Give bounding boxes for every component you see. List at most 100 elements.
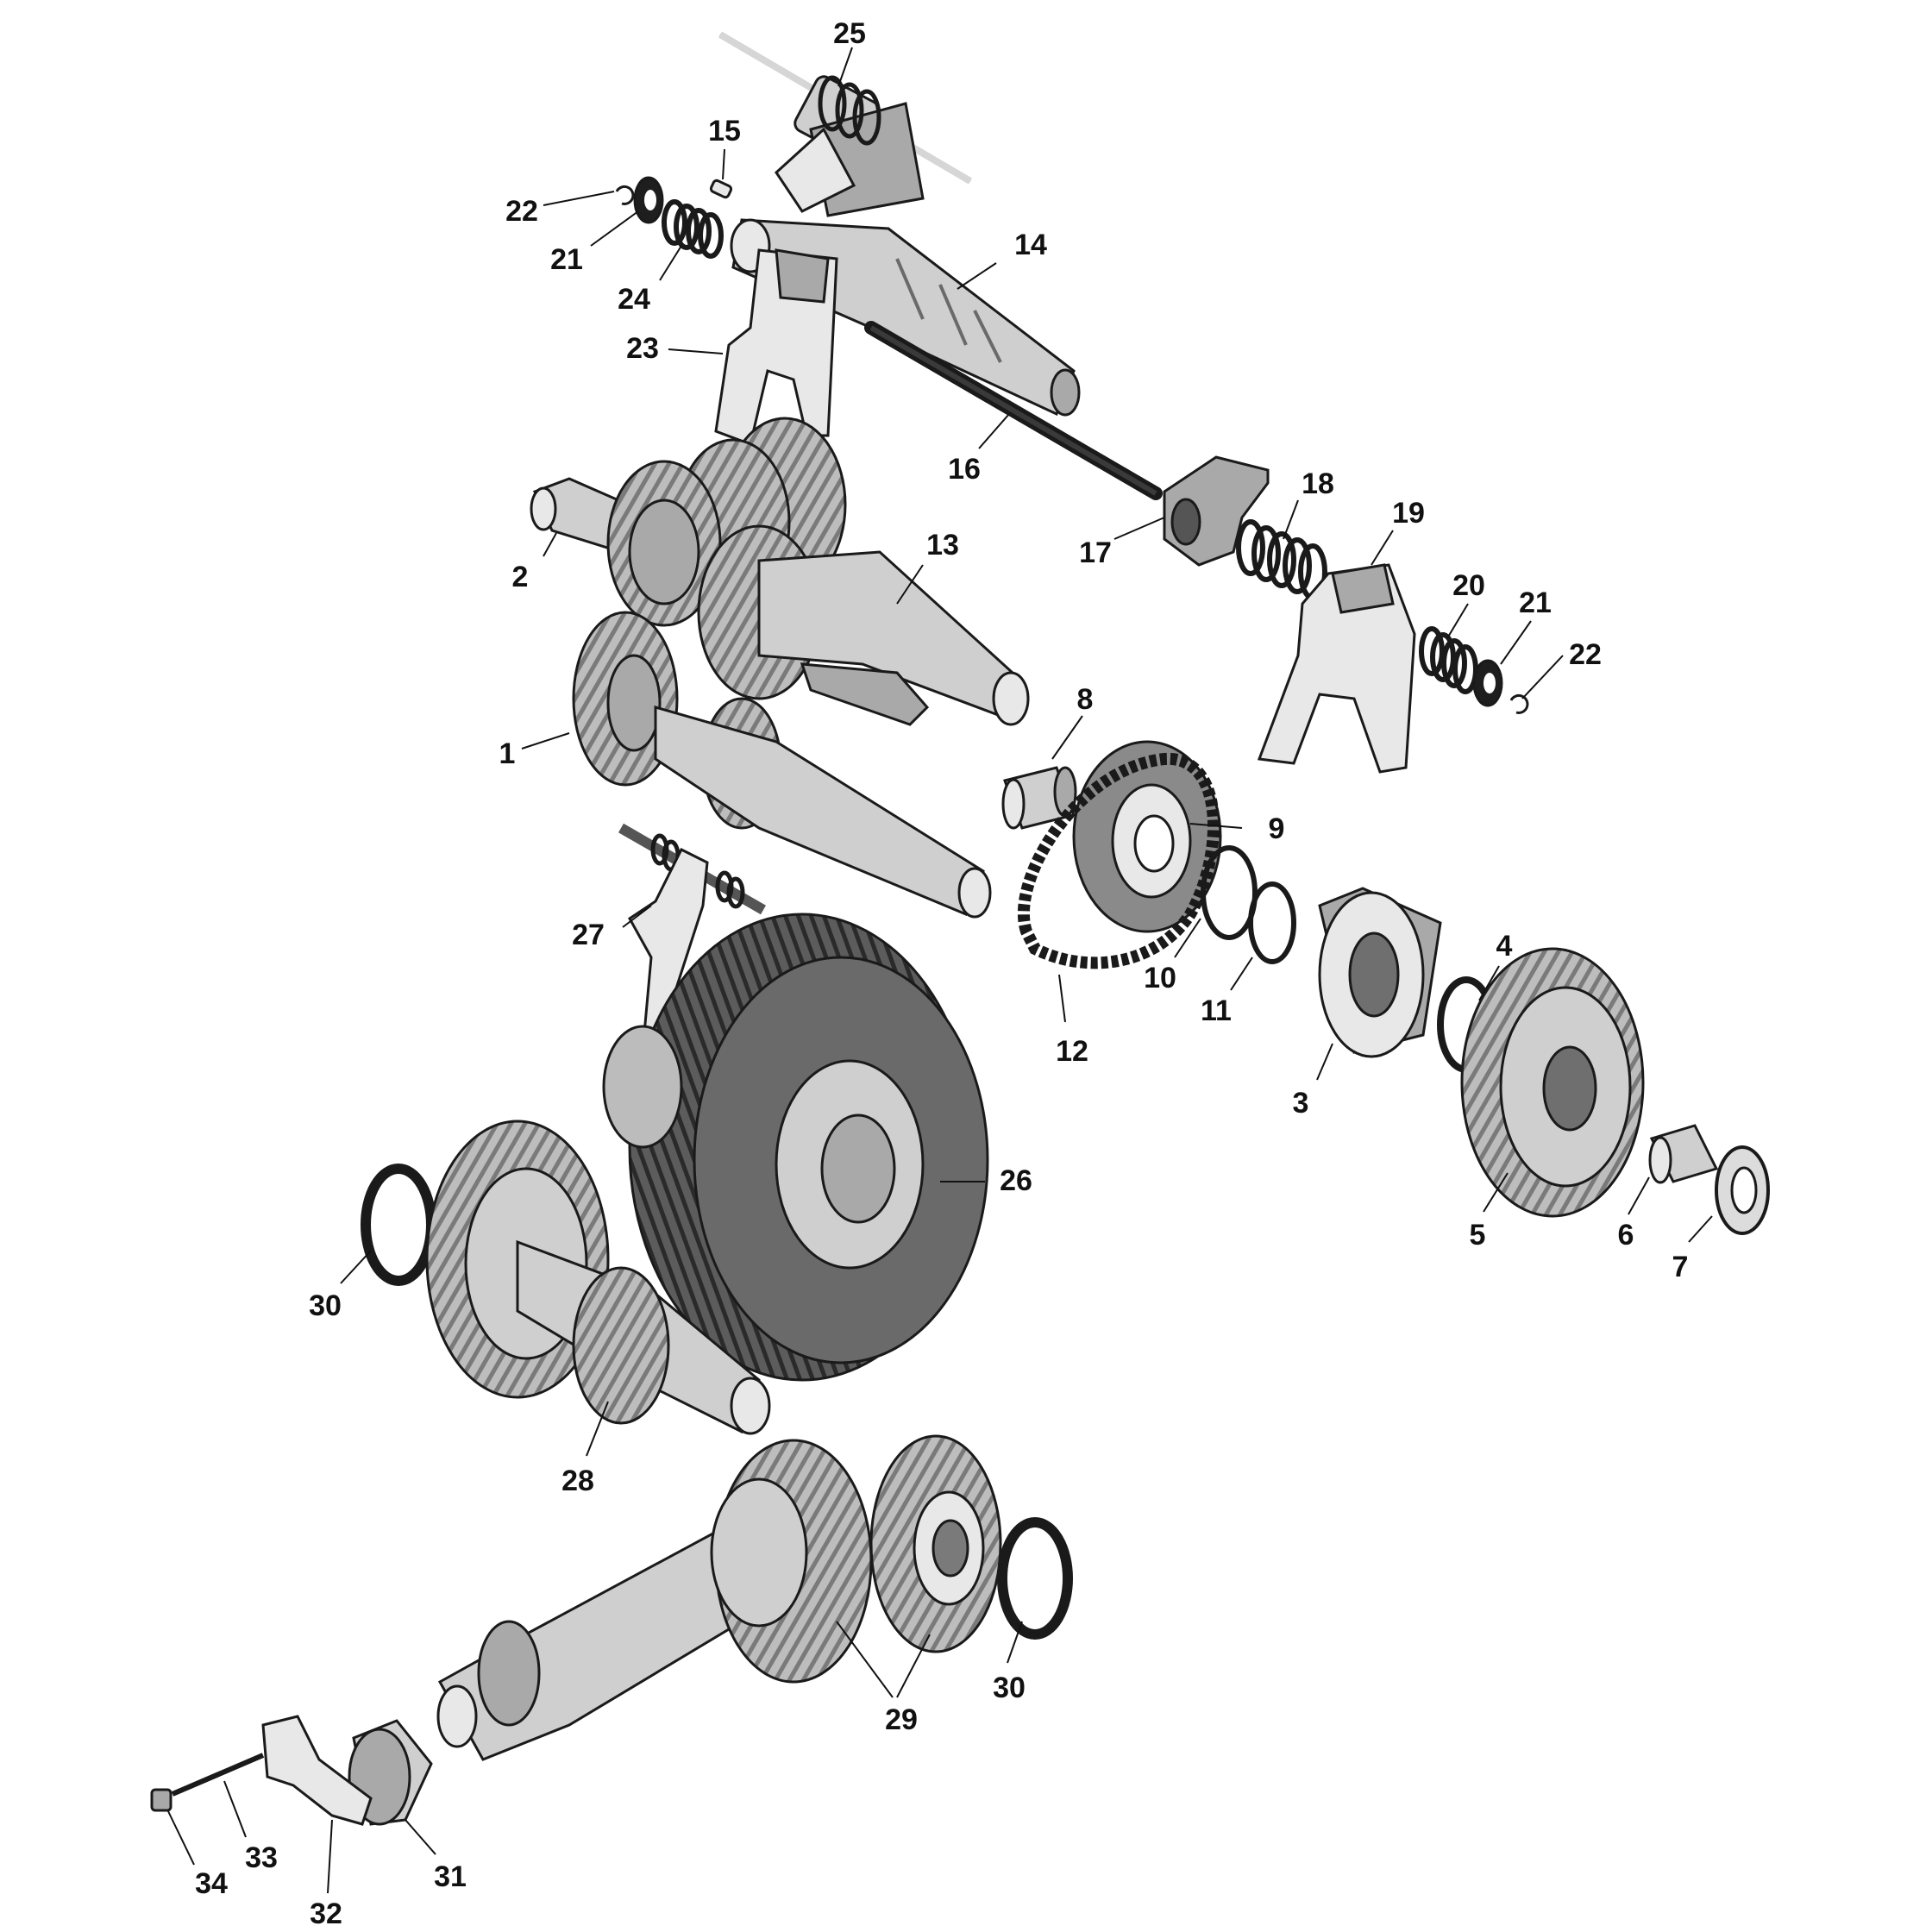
leader-25 — [837, 47, 853, 87]
callout-1: 1 — [499, 737, 516, 770]
callout-30-upper: 30 — [309, 1289, 342, 1322]
leader-12 — [1058, 974, 1066, 1023]
callout-20: 20 — [1452, 569, 1485, 602]
pin-part-15 — [709, 179, 733, 199]
callout-16: 16 — [948, 453, 981, 486]
detent-cam-part-17 — [1163, 455, 1270, 567]
callout-5: 5 — [1470, 1219, 1486, 1251]
intermediate-gear-part-28 — [425, 1120, 771, 1435]
bushing-part-6 — [1648, 1124, 1719, 1184]
drive-chain-part-12 — [1017, 752, 1220, 969]
leader-32 — [327, 1819, 333, 1894]
callout-27: 27 — [572, 919, 605, 951]
callout-15: 15 — [708, 115, 741, 147]
rod-part-33 — [171, 1753, 265, 1797]
countershaft-part-1 — [572, 611, 992, 919]
callout-26: 26 — [1000, 1164, 1032, 1197]
leader-1 — [521, 732, 570, 750]
leader-34 — [167, 1810, 195, 1866]
callout-28: 28 — [561, 1465, 594, 1497]
leader-19 — [1371, 530, 1394, 566]
seal-ring-part-30-lower — [997, 1517, 1073, 1640]
leader-10 — [1174, 918, 1201, 958]
callout-12: 12 — [1056, 1035, 1088, 1068]
gear-part-5 — [1460, 947, 1645, 1218]
leader-28 — [586, 1401, 609, 1457]
callout-6: 6 — [1618, 1219, 1634, 1251]
thrust-washer-part-7 — [1715, 1145, 1770, 1235]
leader-27 — [622, 905, 652, 928]
callout-11: 11 — [1201, 994, 1232, 1027]
callout-9: 9 — [1269, 812, 1285, 845]
leader-13 — [896, 564, 924, 605]
leader-2 — [543, 532, 557, 557]
callout-21-right: 21 — [1519, 586, 1552, 619]
thrust-washer-part-10 — [1201, 845, 1258, 940]
spring-part-20 — [1419, 626, 1478, 694]
leader-11 — [1230, 957, 1253, 991]
callout-25: 25 — [833, 17, 866, 50]
callout-labels: 25 15 22 21 24 14 23 16 17 18 19 20 21 2… — [195, 17, 1688, 1930]
small-fork-part-32 — [261, 1715, 373, 1826]
callout-22-right: 22 — [1569, 638, 1602, 671]
dog-clutch-part-3 — [1318, 887, 1442, 1058]
callout-3: 3 — [1293, 1087, 1309, 1120]
callout-30-lower: 30 — [993, 1672, 1026, 1704]
leader-4 — [1478, 965, 1500, 1001]
bolt-part-34 — [150, 1788, 172, 1812]
callout-18: 18 — [1302, 467, 1334, 500]
leader-17 — [1113, 517, 1165, 540]
leader-30a — [340, 1250, 372, 1284]
leader-14 — [957, 262, 997, 290]
leader-5 — [1483, 1172, 1509, 1213]
leader-21a — [590, 210, 639, 247]
washer-part-21-top — [633, 176, 664, 224]
bushing-part-8 — [1001, 766, 1077, 830]
sprocket-part-9 — [1072, 740, 1222, 933]
callout-4: 4 — [1496, 930, 1513, 963]
leader-lines — [167, 47, 1713, 1894]
callout-29: 29 — [885, 1703, 918, 1736]
fork-rod-part-16 — [864, 321, 1163, 500]
callout-33: 33 — [245, 1841, 278, 1874]
bevel-pinion-part-29 — [436, 1434, 1002, 1761]
differential-ring-gear-part-26 — [602, 913, 989, 1382]
leader-16 — [978, 413, 1010, 449]
snap-ring-part-11 — [1248, 881, 1296, 964]
callout-31: 31 — [434, 1860, 467, 1893]
leader-8 — [1051, 715, 1083, 760]
leader-22a — [543, 191, 615, 206]
callout-13: 13 — [926, 529, 959, 561]
leader-24 — [659, 245, 682, 281]
leader-29b — [896, 1634, 931, 1698]
circlip-part-22-right — [1509, 693, 1529, 714]
callout-14: 14 — [1014, 229, 1047, 261]
callout-24: 24 — [618, 283, 650, 316]
leader-30b — [1007, 1621, 1023, 1664]
spring-part-18 — [1236, 519, 1327, 600]
leader-29a — [836, 1621, 894, 1698]
seal-ring-part-30-upper — [361, 1164, 436, 1286]
callout-10: 10 — [1144, 962, 1176, 994]
callout-8: 8 — [1077, 683, 1094, 716]
circlip-part-22-top — [615, 185, 635, 205]
leader-23 — [668, 348, 724, 354]
callout-34: 34 — [195, 1867, 228, 1900]
leader-22b — [1521, 655, 1564, 699]
callout-32: 32 — [310, 1898, 342, 1930]
spring-part-24 — [662, 199, 724, 259]
leader-7 — [1688, 1215, 1713, 1243]
leader-3 — [1316, 1043, 1333, 1081]
shift-fork-part-23 — [714, 248, 838, 447]
callout-19: 19 — [1392, 497, 1425, 530]
leader-6 — [1628, 1176, 1650, 1215]
leader-15 — [722, 148, 725, 180]
callout-17: 17 — [1079, 536, 1112, 569]
leader-20 — [1446, 603, 1469, 639]
leader-33 — [223, 1780, 247, 1838]
leader-31 — [405, 1819, 436, 1855]
callout-22-top: 22 — [505, 195, 538, 228]
leader-9 — [1189, 823, 1243, 829]
callout-21-top: 21 — [550, 243, 583, 276]
